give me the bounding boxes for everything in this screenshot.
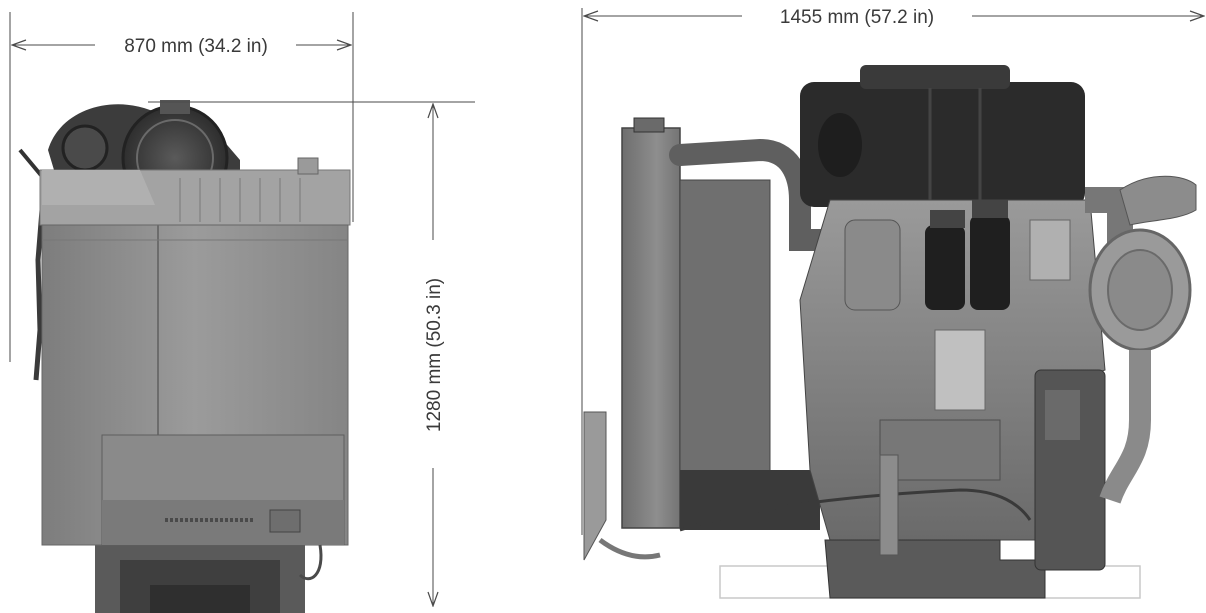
front-width-label: 870 mm (34.2 in) (124, 36, 268, 57)
fan-shroud-side (679, 179, 771, 521)
radiator-side (621, 127, 681, 529)
dimension-front-width: 870 mm (34.2 in) (9, 12, 354, 362)
dimension-height: 1280 mm (50.3 in) (148, 101, 475, 606)
height-label: 1280 mm (50.3 in) (424, 278, 445, 432)
upper-coolant-hose (669, 138, 841, 251)
fuel-filter-1 (925, 225, 965, 310)
fuel-filter-2 (970, 215, 1010, 310)
oil-pan (824, 539, 1046, 599)
front-view-engine (18, 100, 351, 613)
side-view-engine (583, 65, 1197, 599)
dimension-side-length: 1455 mm (57.2 in) (581, 7, 1204, 535)
air-filter-canister (800, 82, 1085, 207)
side-length-label: 1455 mm (57.2 in) (780, 7, 934, 28)
